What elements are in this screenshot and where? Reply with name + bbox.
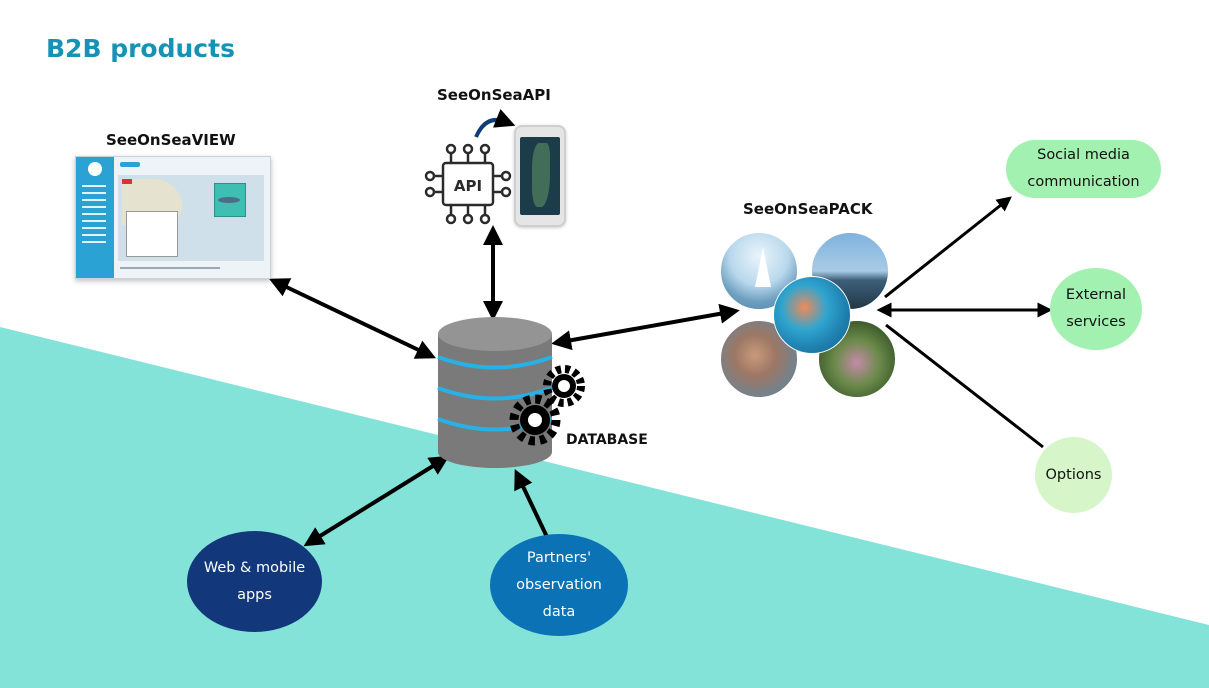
arrow-partners-database [514, 468, 549, 538]
partners-line-3: data [542, 603, 576, 620]
web-apps-line-2: apps [237, 586, 272, 603]
arrow-view-database [268, 278, 437, 359]
database-label: DATABASE [566, 432, 648, 448]
arrow-database-pack [551, 303, 740, 351]
social-media-bubble: Social media communication [1006, 140, 1161, 198]
web-apps-line-1: Web & mobile [203, 559, 306, 576]
web-mobile-apps-bubble: Web & mobile apps [187, 531, 322, 632]
arrow-pack-social [884, 196, 1012, 299]
pack-photo-hiker [720, 320, 798, 398]
external-services-bubble: External services [1050, 268, 1142, 350]
seeonseaview-label: SeeOnSeaVIEW [106, 131, 236, 149]
seeonseaapi-label: SeeOnSeaAPI [437, 86, 551, 104]
phone-mockup [514, 125, 566, 227]
database-icon [437, 317, 553, 468]
arrow-pack-options [885, 323, 1044, 449]
curved-arrow-icon [474, 109, 516, 138]
api-chip-icon [424, 143, 512, 225]
screenshot-sidebar [76, 157, 114, 278]
partners-line-2: observation [516, 576, 602, 593]
seeonseapack-label: SeeOnSeaPACK [743, 200, 873, 218]
external-line-2: services [1066, 314, 1126, 330]
options-bubble: Options [1035, 437, 1112, 513]
partners-data-bubble: Partners' observation data [490, 534, 628, 636]
teal-background [0, 327, 1209, 688]
screenshot-map [118, 175, 264, 261]
seeonseaview-screenshot [75, 156, 271, 279]
partners-line-1: Partners' [526, 549, 592, 566]
options-line-1: Options [1045, 466, 1102, 483]
social-line-2: communication [1027, 174, 1140, 190]
phone-map-screen [520, 137, 560, 215]
arrow-webapps-database [303, 455, 450, 547]
pack-photo-sailboat [720, 232, 798, 310]
pack-photo-coral [773, 276, 851, 354]
social-line-1: Social media [1037, 147, 1130, 163]
external-line-1: External [1065, 287, 1127, 303]
api-chip-text: API [454, 177, 482, 195]
gear-icon [509, 365, 585, 446]
page-title: B2B products [46, 34, 235, 63]
